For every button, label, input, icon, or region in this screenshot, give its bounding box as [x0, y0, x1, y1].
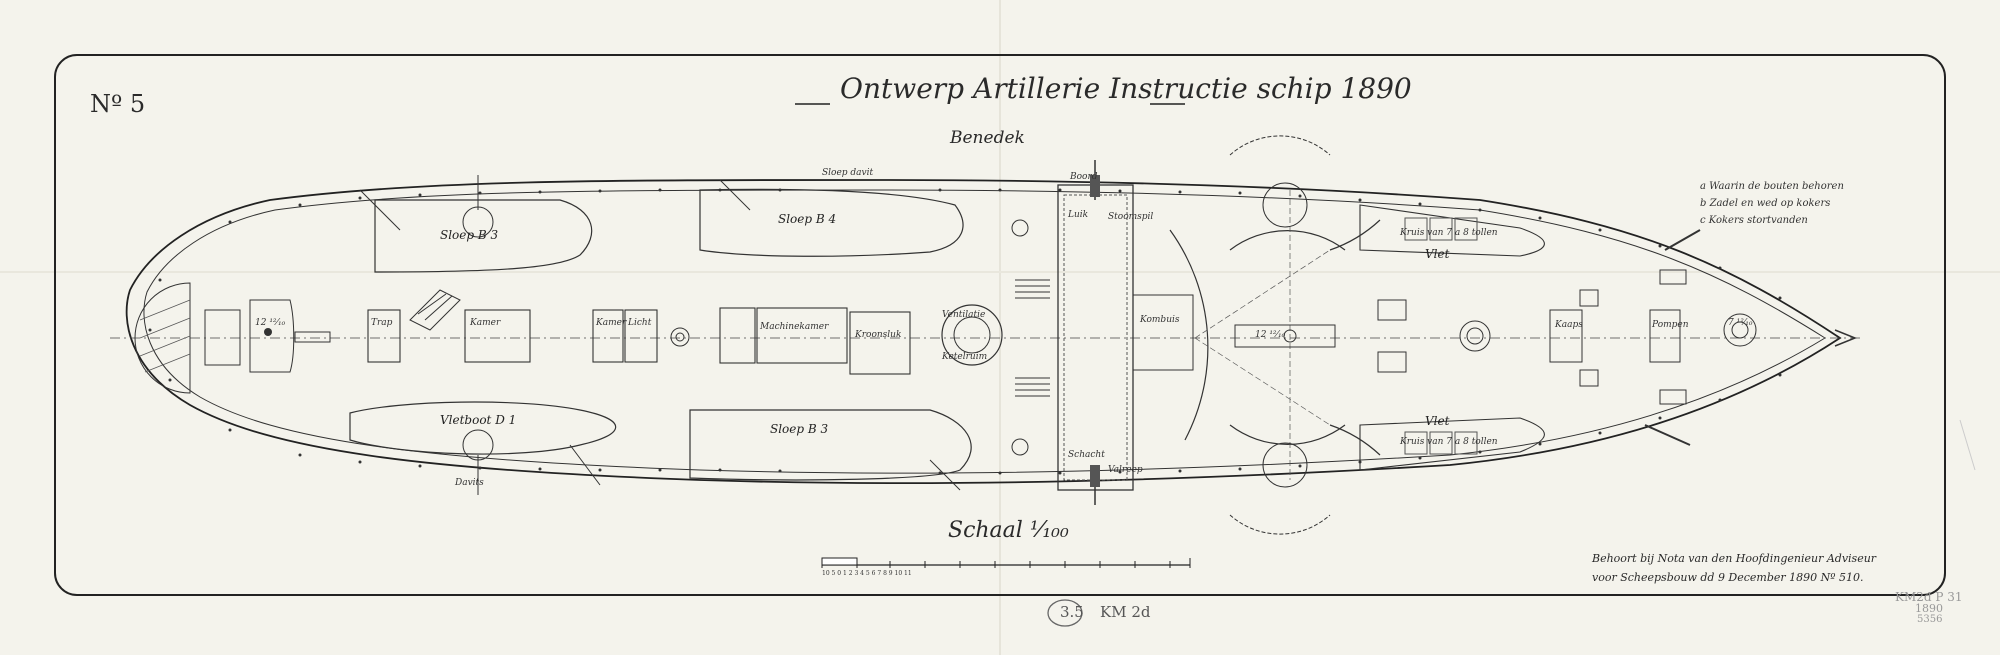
label-kombuis: Kombuis: [1140, 315, 1180, 325]
hull-outer: [125, 179, 1842, 485]
label-ketelruim: Ketelruim: [942, 352, 988, 362]
approval-note-line-1: Behoort bij Nota van den Hoofdingenieur …: [1592, 552, 1877, 565]
label-kamer-1: Kamer: [470, 318, 501, 328]
archive-mark-3: KM2d P 31: [1895, 590, 1963, 604]
bow-tip: [1834, 329, 1858, 347]
arc-bottom-dim: [1229, 514, 1331, 535]
forward-gun: [1234, 324, 1336, 348]
vent-2: [1011, 438, 1029, 456]
drawing-frame: [54, 54, 1946, 596]
label-gun-bow: 7 ¹²⁄₁₀: [1728, 318, 1753, 328]
arc-top-dim: [1229, 135, 1331, 156]
label-trap: Trap: [371, 318, 393, 328]
label-kruis-bottom: Kruis van 7 a 8 tollen: [1400, 437, 1498, 447]
label-pompen: Pompen: [1652, 320, 1689, 330]
label-sloep-davit: Sloep davit: [822, 168, 874, 178]
plate-number: Nº 5: [90, 90, 146, 118]
forward-fittings: [1377, 269, 1757, 405]
drawing-subtitle: Benedek: [950, 128, 1025, 148]
approval-note-line-2: voor Scheepsbouw dd 9 December 1890 Nº 5…: [1592, 571, 1864, 584]
vent-1: [1011, 219, 1029, 237]
sponson-bottom: [1262, 442, 1308, 488]
label-gun-mid: 12 ¹²⁄₁₀: [1255, 330, 1286, 340]
davit-line-1: [359, 189, 401, 231]
anchor-davit-top: [1664, 229, 1701, 251]
chart-house: [1132, 294, 1194, 371]
davit-line-2: [719, 179, 751, 211]
label-vletboot: Vletboot D 1: [440, 413, 517, 427]
boat-vletboot-d1: [349, 401, 617, 455]
scale-label: Schaal ¹⁄₁₀₀: [948, 518, 1069, 543]
stairs: [409, 279, 1050, 397]
stern-gun-mount: [249, 299, 295, 373]
funnel: [941, 304, 1003, 366]
archive-stamp-ring: [1047, 599, 1083, 627]
archive-mark-5: 5356: [1917, 614, 1943, 625]
legend-item-c: c Kokers stortvanden: [1700, 215, 1808, 226]
boat-vlet-bottom: [1359, 417, 1545, 471]
margin-pencil-mark: [1959, 419, 1976, 471]
label-valreep: Valreep: [1108, 465, 1143, 475]
stern-gun-pivot: [264, 328, 272, 336]
boat-sloep-b3-stern: [374, 199, 593, 273]
deck-rooms: [367, 307, 911, 375]
legend-item-a: a Waarin de bouten behoren: [1700, 181, 1844, 192]
vent-aft-inner: [675, 332, 685, 342]
scale-bar: [821, 557, 1191, 568]
davit-line-3: [569, 444, 601, 486]
hull-inner: [143, 189, 1826, 474]
label-machinekamer: Machinekamer: [760, 322, 829, 332]
forward-gun-pivot: [1283, 329, 1297, 343]
label-schacht: Schacht: [1068, 450, 1105, 460]
label-licht: Licht: [628, 318, 652, 328]
stern-hatch: [204, 309, 241, 366]
legend-item-b: b Zadel en wed op kokers: [1700, 198, 1831, 209]
label-kamer-2: Kamer: [596, 318, 627, 328]
bridge-wing-top: [1090, 175, 1100, 197]
scale-bar-numbers: 10 5 0 1 2 3 4 5 6 7 8 9 10 11: [822, 570, 912, 577]
label-boord: Boord: [1070, 172, 1098, 182]
label-sloep-b3-stern: Sloep B 3: [440, 228, 499, 242]
label-vlet-top: Vlet: [1425, 247, 1450, 261]
boat-vlet-top: [1359, 204, 1545, 257]
funnel-inner: [953, 316, 991, 354]
stern-platform-hatch: [139, 299, 191, 373]
archive-mark-2: KM 2d: [1100, 603, 1151, 621]
label-vlet-bottom: Vlet: [1425, 414, 1450, 428]
bridge-deck-inner: [1063, 194, 1128, 481]
davit-line-4: [929, 459, 961, 491]
archive-mark-1: 3.5: [1060, 603, 1084, 621]
bridge-deck: [1057, 184, 1134, 491]
label-kaaps: Kaaps: [1555, 320, 1583, 330]
bridge-wing-bottom: [1090, 465, 1100, 487]
vent-aft: [670, 327, 690, 347]
stern-platform: [134, 282, 191, 394]
label-luik: Luik: [1068, 210, 1089, 220]
drawing-title: Ontwerp Artillerie Instructie schip 1890: [840, 72, 1412, 105]
label-stoomspil: Stoomspil: [1108, 212, 1154, 222]
legend: a Waarin de bouten behoren b Zadel en we…: [1700, 178, 1844, 229]
anchor-davit-bottom: [1644, 424, 1691, 446]
gun-arcs: [1169, 219, 1381, 456]
label-ventilatie: Ventilatie: [942, 310, 986, 320]
label-davits: Davits: [455, 478, 484, 488]
boat-sloep-b4: [699, 188, 964, 257]
archive-mark-4: 1890: [1915, 602, 1943, 615]
label-kroonsluk: Kroonsluk: [855, 330, 902, 340]
hull-rivets: [148, 188, 1782, 475]
stern-gun-barrel: [294, 331, 331, 343]
label-kruis-top: Kruis van 7 a 8 tollen: [1400, 228, 1498, 238]
sponson-top: [1262, 182, 1308, 228]
label-gun-aft: 12 ¹²⁄₁₀: [255, 318, 286, 328]
boat-thwarts: [1404, 217, 1478, 455]
label-sloep-b3: Sloep B 3: [770, 422, 829, 436]
boat-sloep-b3: [689, 409, 972, 481]
gun-arc-guides: [1194, 190, 1331, 480]
label-sloep-b4: Sloep B 4: [778, 212, 837, 226]
